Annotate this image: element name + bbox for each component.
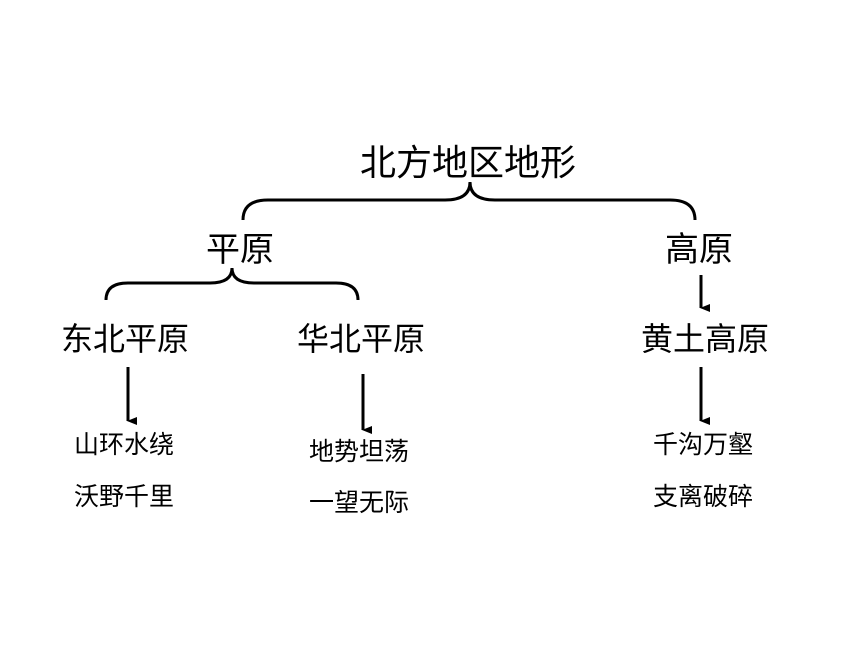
- plain-node: 平原: [206, 230, 274, 270]
- plain-brace: [104, 267, 360, 301]
- loess-desc-line-2: 支离破碎: [652, 482, 754, 511]
- loess-plateau-node: 黄土高原: [640, 320, 770, 358]
- root-title: 北方地区地形: [359, 143, 577, 184]
- northeast-plain-node: 东北平原: [60, 320, 190, 358]
- plateau-node: 高原: [665, 230, 733, 270]
- northeast-desc-line-2: 沃野千里: [73, 482, 175, 511]
- root-brace: [241, 181, 697, 221]
- north-china-desc-line-1: 地势坦荡: [308, 437, 410, 466]
- north-china-desc-line-2: 一望无际: [308, 488, 410, 517]
- loess-desc-line-1: 千沟万壑: [652, 430, 754, 459]
- north-china-plain-node: 华北平原: [296, 320, 426, 358]
- northeast-desc-line-1: 山环水绕: [73, 430, 175, 459]
